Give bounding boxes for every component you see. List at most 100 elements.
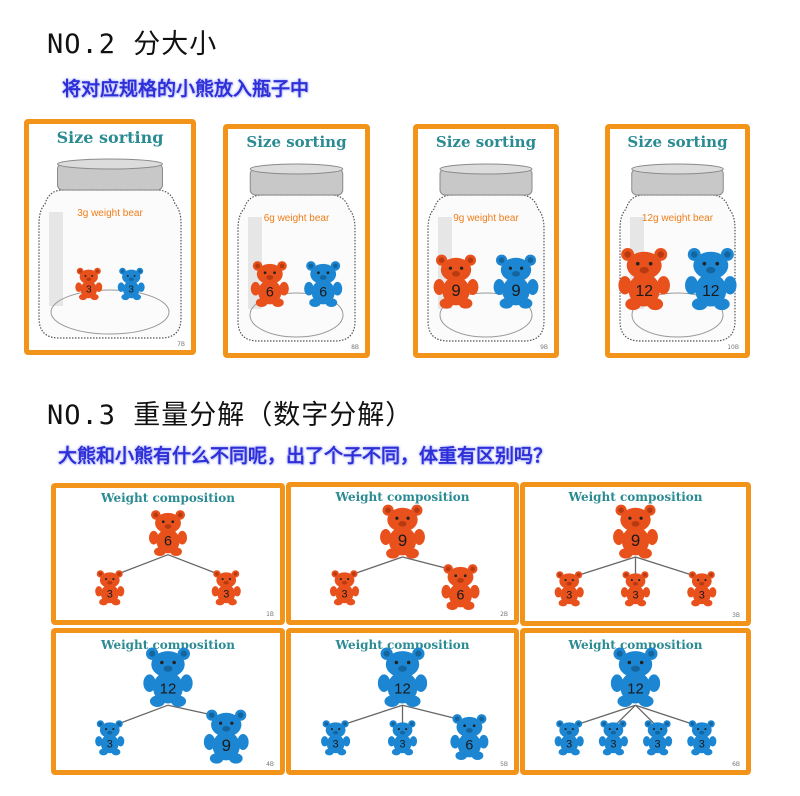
red-bear-icon: 6: [441, 564, 480, 611]
weight-card: Weight composition 12 3 3 6 5B: [286, 628, 519, 775]
red-bear-icon: 9: [613, 504, 658, 559]
jar-lid-top: [249, 163, 344, 175]
bear-number: 9: [631, 531, 640, 550]
blue-bear-icon: 3: [554, 720, 584, 756]
size-section-subtitle: 将对应规格的小熊放入瓶子中: [62, 78, 310, 100]
bear-number: 12: [636, 283, 653, 300]
bear-number: 9: [398, 531, 407, 550]
red-bear-icon: 3: [75, 267, 103, 301]
bear-number: 6: [266, 285, 274, 301]
card-title: Weight composition: [568, 638, 703, 652]
blue-bear-icon: 3: [598, 720, 628, 756]
blue-bear-icon: 3: [321, 720, 351, 756]
blue-bear-icon: 12: [610, 647, 661, 707]
bear-number: 3: [128, 285, 134, 296]
jar-weight-label: 3g weight bear: [77, 208, 143, 219]
size-section-title: NO.2 分大小: [47, 29, 218, 60]
bear-number: 3: [333, 738, 339, 750]
bear-number: 9: [222, 736, 231, 755]
weight-card: Weight composition 6 3 3 1B: [51, 483, 285, 625]
jar-weight-label: 12g weight bear: [642, 213, 714, 224]
card-title: Weight composition: [100, 491, 236, 505]
jar-outline: [38, 189, 182, 339]
weight-card: Weight composition 12 3 9 4B: [51, 628, 285, 775]
bear-number: 12: [394, 680, 411, 697]
red-bear-icon: 3: [687, 571, 717, 607]
red-bear-icon: 9: [380, 504, 425, 559]
red-bear-icon: 3: [554, 571, 584, 607]
weight-diagram: 12 3 9: [95, 647, 249, 764]
size-card: Size sorting 3g weight bear 3 3 7B: [24, 119, 196, 355]
card-code: 5B: [500, 761, 508, 768]
card-title: Weight composition: [568, 490, 703, 504]
red-bear-icon: 3: [211, 570, 241, 606]
jar-bottom: [439, 292, 533, 338]
jar-shine: [49, 212, 63, 306]
bear-number: 3: [610, 738, 616, 750]
weight-section-subtitle: 大熊和小熊有什么不同呢，出了个子不同，体重有区别吗？: [58, 445, 553, 467]
bear-number: 12: [702, 283, 719, 300]
jar-weight-label: 9g weight bear: [453, 213, 519, 224]
blue-bear-icon: 12: [685, 248, 737, 311]
red-bear-icon: 3: [620, 571, 651, 607]
weight-diagram: 12 3 3 6: [321, 647, 489, 761]
card-code: 2B: [500, 611, 508, 618]
blue-bear-icon: 6: [304, 261, 343, 308]
card-title: Weight composition: [335, 638, 470, 652]
red-bear-icon: 12: [618, 248, 670, 311]
red-bear-icon: 6: [250, 261, 289, 308]
bear-number: 6: [164, 534, 172, 550]
blue-bear-icon: 3: [117, 267, 145, 301]
blue-bear-icon: 12: [143, 647, 193, 707]
card-code: 1B: [266, 611, 274, 618]
jar-illustration: 9g weight bear 9 9: [427, 163, 545, 342]
blue-bear-icon: 9: [493, 254, 539, 309]
jar-illustration: 6g weight bear 6 6: [237, 163, 356, 342]
jar-bottom: [631, 292, 724, 338]
bear-number: 6: [465, 738, 473, 754]
card-code: 7B: [177, 341, 185, 348]
card-title: Size sorting: [627, 133, 728, 151]
red-bear-icon: 3: [95, 570, 125, 606]
jar-weight-label: 6g weight bear: [264, 213, 330, 224]
bear-number: 3: [107, 738, 113, 750]
bear-number: 3: [655, 738, 661, 750]
card-code: 10B: [727, 344, 739, 351]
jar-lid-top: [439, 163, 533, 175]
bear-number: 6: [457, 588, 465, 604]
weight-diagram: 12 3 3 3 3: [554, 647, 717, 756]
card-code: 8B: [351, 344, 359, 351]
bear-number: 12: [627, 680, 644, 697]
bear-number: 3: [699, 738, 705, 750]
blue-bear-icon: 3: [387, 720, 418, 756]
jar-lid-top: [631, 163, 724, 175]
blue-bear-icon: 3: [95, 720, 125, 756]
bear-number: 12: [160, 680, 177, 697]
weight-diagram: 9 3 3 3: [554, 504, 717, 607]
size-card: Size sorting 6g weight bear 6 6 8B: [223, 124, 370, 358]
bear-number: 3: [566, 738, 572, 750]
bear-number: 3: [399, 738, 405, 750]
card-title: Weight composition: [335, 490, 470, 504]
blue-bear-icon: 3: [687, 720, 717, 756]
red-bear-icon: 9: [433, 254, 479, 309]
weight-section-title: NO.3 重量分解（数字分解）: [47, 400, 414, 431]
bear-number: 3: [632, 589, 638, 601]
jar-illustration: 12g weight bear 12 12: [618, 163, 737, 342]
bear-number: 9: [511, 281, 520, 300]
bear-number: 3: [107, 588, 113, 600]
card-code: 9B: [540, 344, 548, 351]
jar-bottom: [249, 292, 344, 338]
card-title: Weight composition: [100, 638, 236, 652]
bear-number: 3: [699, 589, 705, 601]
jar-lid-top: [57, 158, 163, 170]
bear-number: 9: [451, 281, 460, 300]
card-code: 4B: [266, 761, 274, 768]
card-title: Size sorting: [56, 128, 164, 147]
red-bear-icon: 6: [148, 510, 188, 557]
card-title: Size sorting: [246, 133, 347, 151]
